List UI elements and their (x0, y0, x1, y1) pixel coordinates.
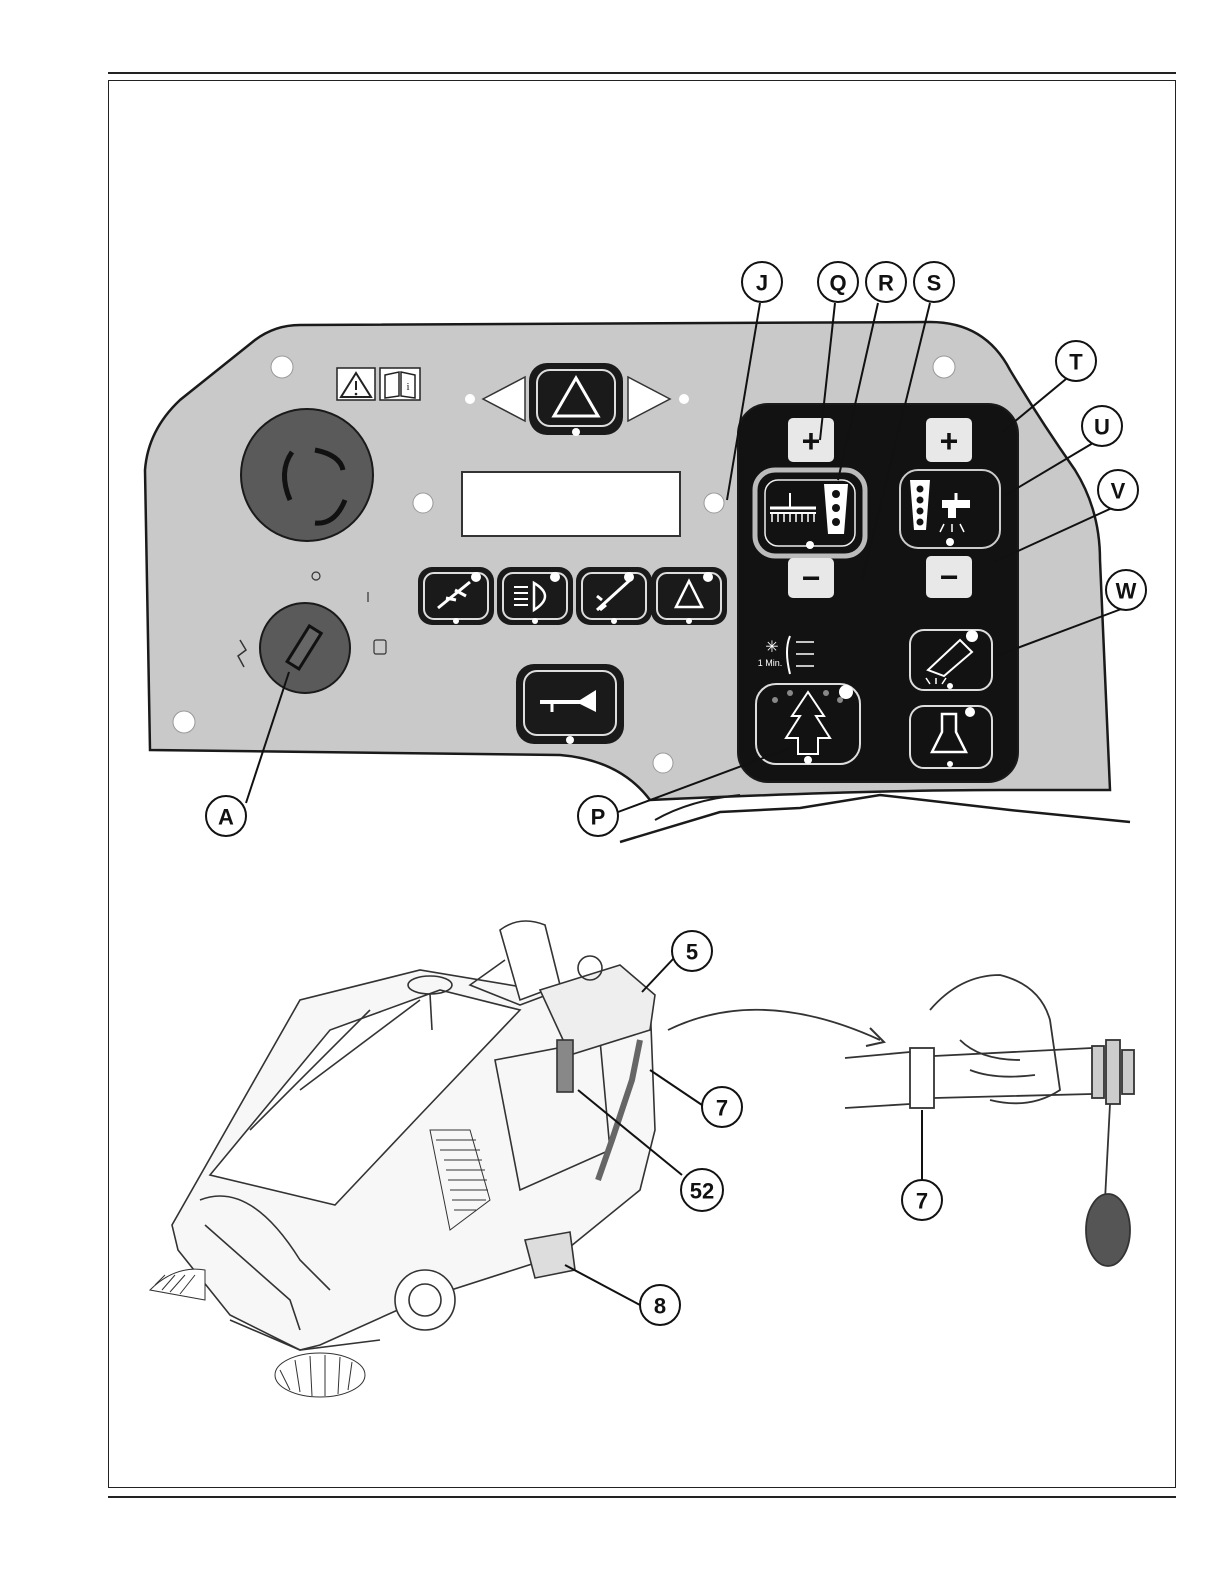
svg-text:5: 5 (686, 940, 698, 965)
svg-text:W: W (1116, 579, 1137, 604)
water-minus-button[interactable]: − (926, 556, 972, 598)
brush-minus-button[interactable]: − (788, 558, 834, 598)
minus-label: − (802, 560, 821, 596)
screw-hole (413, 493, 433, 513)
plus-label: + (940, 423, 959, 459)
callout-52: 52 (681, 1169, 723, 1211)
callout-S: S (914, 262, 954, 302)
screw-hole (933, 356, 955, 378)
svg-text:8: 8 (654, 1294, 666, 1319)
brush-plus-button[interactable]: + (788, 418, 834, 462)
screw-hole (271, 356, 293, 378)
svg-text:U: U (1094, 415, 1110, 440)
control-panel: i (145, 322, 1130, 842)
svg-text:Q: Q (829, 271, 846, 296)
eco-mode-button[interactable] (756, 684, 860, 764)
svg-text:7: 7 (716, 1096, 728, 1121)
svg-text:1 Min.: 1 Min. (758, 658, 783, 668)
callout-7-detail: 7 (902, 1180, 942, 1220)
svg-text:52: 52 (690, 1179, 714, 1204)
detergent-button[interactable] (910, 706, 992, 768)
svg-text:A: A (218, 805, 234, 830)
callout-R: R (866, 262, 906, 302)
svg-text:✳: ✳ (765, 637, 778, 656)
svg-text:J: J (756, 271, 768, 296)
svg-text:T: T (1069, 350, 1083, 375)
recycle-button[interactable] (651, 567, 727, 625)
svg-text:i: i (406, 381, 409, 393)
warning-icon (337, 368, 375, 400)
horn-button[interactable] (516, 664, 624, 744)
vacuum-wand-button[interactable] (576, 567, 652, 625)
sweeper-machine (150, 921, 655, 1397)
work-light-button[interactable] (418, 567, 494, 625)
callout-T: T (1056, 341, 1096, 381)
callout-W: W (1106, 570, 1146, 610)
water-plus-button[interactable]: + (926, 418, 972, 462)
screw-hole (704, 493, 724, 513)
callout-P: P (578, 796, 618, 836)
svg-text:V: V (1111, 479, 1126, 504)
svg-text:R: R (878, 271, 894, 296)
svg-text:S: S (927, 271, 942, 296)
manual-icon: i (380, 368, 420, 400)
callout-7-machine: 7 (702, 1087, 742, 1127)
screw-hole (653, 753, 673, 773)
svg-text:P: P (591, 805, 606, 830)
screw-hole (173, 711, 195, 733)
callout-A: A (206, 796, 246, 836)
callout-Q: Q (818, 262, 858, 302)
callout-V: V (1098, 470, 1138, 510)
display-screen (462, 472, 680, 536)
keypad: + − (738, 404, 1018, 782)
callout-8: 8 (640, 1285, 680, 1325)
auto-dose-button[interactable] (910, 630, 992, 690)
headlight-button[interactable] (497, 567, 573, 625)
water-flow-button[interactable] (900, 470, 1000, 548)
svg-text:7: 7 (916, 1189, 928, 1214)
callout-J: J (742, 262, 782, 302)
callout-U: U (1082, 406, 1122, 446)
callout-5: 5 (672, 931, 712, 971)
minus-label: − (940, 559, 959, 595)
plus-label: + (802, 423, 821, 459)
brush-pressure-button[interactable] (755, 470, 865, 556)
